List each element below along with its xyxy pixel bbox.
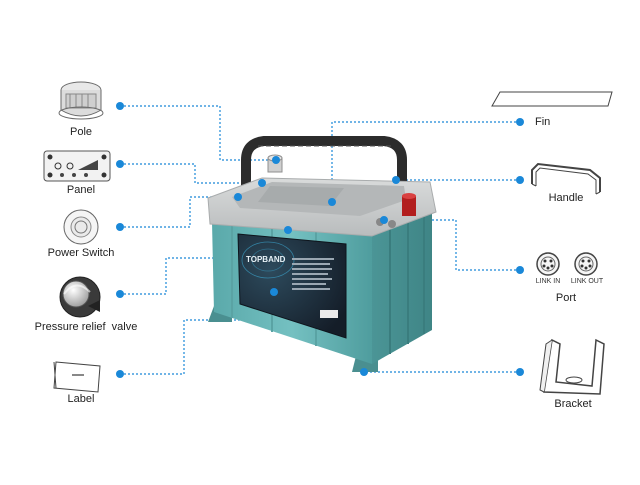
dot-battery-fin <box>328 198 336 206</box>
battery-side <box>372 212 432 364</box>
leader-panel <box>120 163 262 184</box>
label-link-in: LINK IN <box>535 278 561 285</box>
power-switch-thumbnail <box>63 209 99 245</box>
label-fin: Fin <box>535 116 551 128</box>
dot-bracket <box>516 368 524 376</box>
battery: TOPBAND <box>207 136 437 372</box>
bracket-thumbnail <box>539 338 605 395</box>
label-panel: Panel <box>66 184 96 196</box>
dot-battery-switch <box>234 193 242 201</box>
dot-label <box>116 370 124 378</box>
label-port: Port <box>555 292 577 304</box>
port-link-out-thumbnail <box>574 252 598 276</box>
dot-panel <box>116 160 124 168</box>
dot-pole <box>116 102 124 110</box>
label-label: Label <box>67 393 95 405</box>
dot-battery-panel <box>258 179 266 187</box>
dot-port <box>516 266 524 274</box>
label-bracket: Bracket <box>554 398 592 410</box>
dot-battery-handle <box>392 176 400 184</box>
handle-thumbnail <box>531 162 601 195</box>
dot-battery-label <box>270 288 278 296</box>
dot-battery-valve <box>284 226 292 234</box>
label-thumbnail <box>53 361 101 393</box>
label-pressure-valve: Pressure relief valve <box>34 321 138 333</box>
pressure-valve-thumbnail <box>59 276 101 318</box>
dot-battery-port <box>380 216 388 224</box>
dot-fin <box>516 118 524 126</box>
label-handle: Handle <box>548 192 584 204</box>
label-power-switch: Power Switch <box>47 247 115 259</box>
battery-handle <box>241 136 407 191</box>
label-link-out: LINK OUT <box>570 278 604 285</box>
label-pole: Pole <box>69 126 93 138</box>
dot-battery-pole <box>272 156 280 164</box>
port-link-in-thumbnail <box>536 252 560 276</box>
pole-thumbnail <box>58 81 104 120</box>
dot-handle <box>516 176 524 184</box>
panel-thumbnail <box>43 150 111 182</box>
fin-thumbnail <box>491 91 613 107</box>
battery-brand: TOPBAND <box>246 255 286 264</box>
battery-terminal-positive <box>402 193 416 216</box>
dot-battery-bracket <box>360 368 368 376</box>
leader-fin <box>331 121 520 202</box>
dot-power-switch <box>116 223 124 231</box>
dot-pressure-valve <box>116 290 124 298</box>
